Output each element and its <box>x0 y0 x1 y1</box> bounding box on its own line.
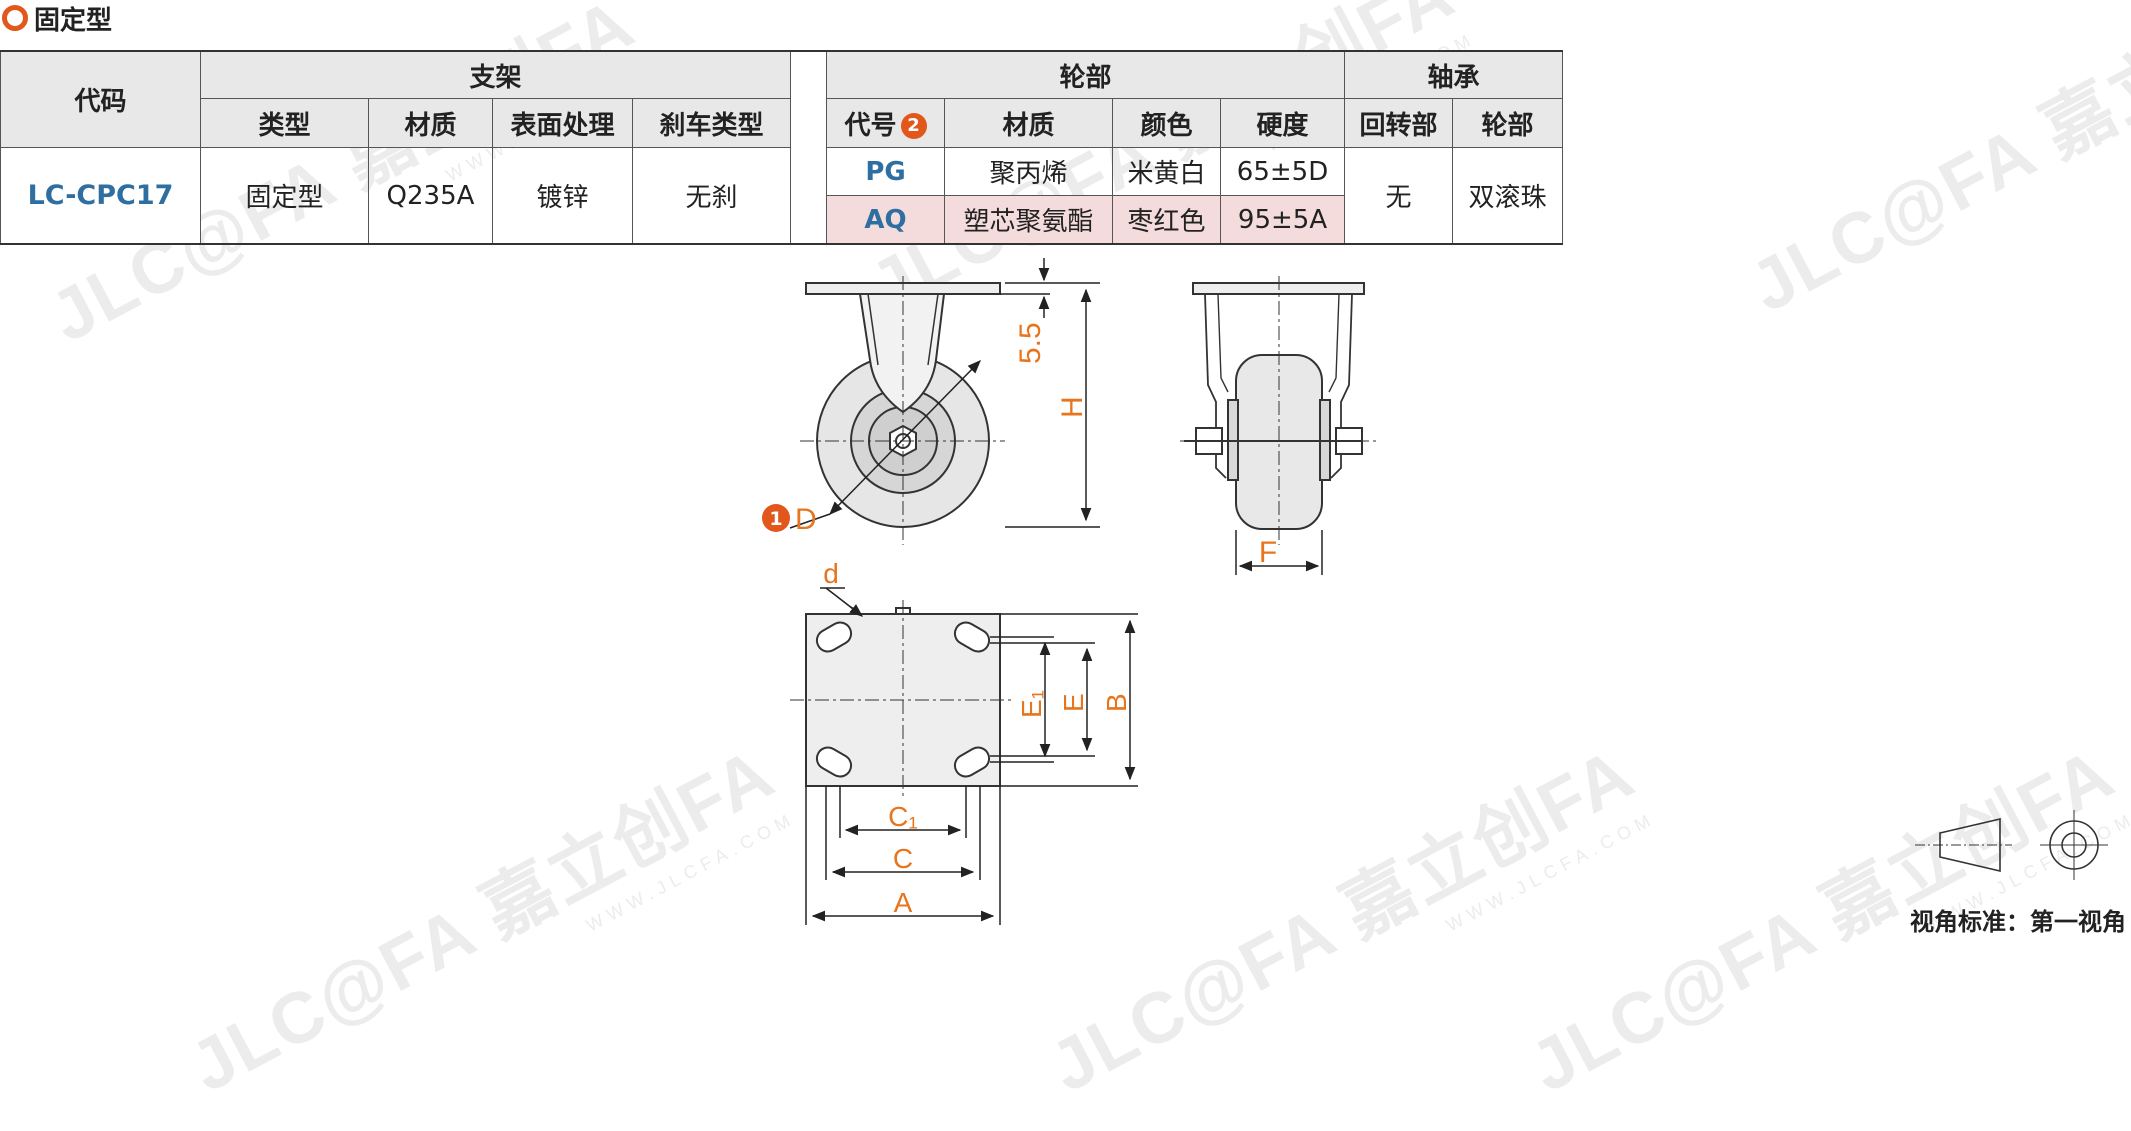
header-wheel-code-text: 代号 <box>844 110 897 141</box>
dim-c: C <box>893 843 913 874</box>
cell-wheel-hardness: 65±5D <box>1220 147 1346 196</box>
dim-b: B <box>1101 693 1132 712</box>
header-bearing: 轴承 <box>1344 50 1564 99</box>
side-view-dimensions <box>789 258 1100 529</box>
section-title: 固定型 <box>0 2 113 36</box>
cell-wheel-color: 枣红色 <box>1112 195 1222 245</box>
cell-wheel-code: PG <box>826 147 946 196</box>
header-brake: 刹车类型 <box>631 98 792 148</box>
cell-swivel: 无 <box>1344 147 1454 245</box>
cell-brake: 无刹 <box>631 147 792 245</box>
dim-e1: E₁ <box>1016 690 1047 718</box>
header-wheel-bearing: 轮部 <box>1452 98 1564 148</box>
cell-material: Q235A <box>368 147 493 245</box>
view-standard-label: 视角标准：第一视角 <box>1910 908 2126 936</box>
technical-drawing: 5.5 H 1 D F <box>762 258 2108 925</box>
header-wheel-material: 材质 <box>944 98 1114 148</box>
note-badge-1 <box>762 504 790 532</box>
header-type: 类型 <box>200 98 369 148</box>
side-view <box>800 276 1005 545</box>
header-wheel: 轮部 <box>826 50 1346 99</box>
part-code: LC-CPC17 <box>0 147 201 245</box>
dim-c1: C₁ <box>888 801 918 832</box>
table-row: LC-CPC17 固定型 Q235A 镀锌 无刹 PG 聚丙烯 米黄白 65±5… <box>0 147 1564 245</box>
cell-wheel-hardness: 95±5A <box>1220 195 1346 245</box>
top-view <box>790 600 1015 800</box>
header-bracket: 支架 <box>199 50 792 99</box>
cell-wheel-code: AQ <box>826 195 946 245</box>
dim-h: H <box>1056 396 1089 418</box>
first-angle-projection-icon <box>1915 810 2108 880</box>
cell-type: 固定型 <box>200 147 369 245</box>
dim-a: A <box>894 887 913 918</box>
cell-wheel-material: 塑芯聚氨酯 <box>944 195 1114 245</box>
front-view <box>1180 276 1378 545</box>
cell-wheel-color: 米黄白 <box>1112 147 1222 196</box>
dim-5.5: 5.5 <box>1014 322 1047 364</box>
header-surface: 表面处理 <box>492 98 633 148</box>
note-badge: 2 <box>900 113 927 139</box>
top-view-dimensions <box>805 587 1138 925</box>
dim-d-hole: d <box>823 558 839 589</box>
cell-wheel-material: 聚丙烯 <box>944 147 1114 196</box>
front-view-dimensions <box>1235 530 1323 575</box>
header-material: 材质 <box>368 98 493 148</box>
header-code: 代码 <box>0 50 201 148</box>
dim-e: E <box>1058 693 1089 712</box>
cell-wheel-bearing: 双滚珠 <box>1452 147 1564 245</box>
header-row-top: 代码 支架 轮部 轴承 <box>0 50 1564 244</box>
table-row: AQ 塑芯聚氨酯 枣红色 95±5A <box>1 195 1563 245</box>
dim-d-wheel: D <box>795 503 817 536</box>
dim-f: F <box>1259 536 1277 569</box>
header-swivel: 回转部 <box>1344 98 1454 148</box>
section-title-text: 固定型 <box>34 5 113 36</box>
note-badge-1-text: 1 <box>769 508 782 530</box>
ring-bullet-icon <box>2 5 28 31</box>
